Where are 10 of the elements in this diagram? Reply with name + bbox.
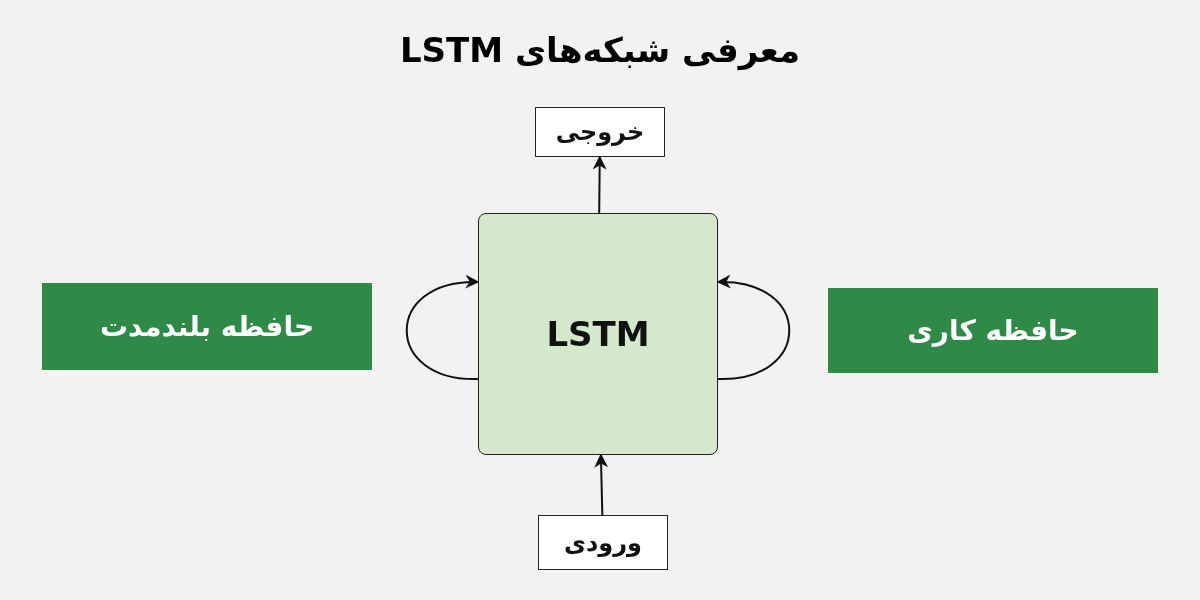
arrow: [592, 155, 607, 214]
memory-box: حافظه کاری: [828, 288, 1158, 373]
label-box: خروجی: [535, 107, 665, 157]
arrow: [716, 275, 791, 380]
arrow: [405, 275, 480, 380]
arrow: [594, 453, 609, 516]
label-box: ورودی: [538, 515, 668, 570]
memory-box: حافظه بلندمدت: [42, 283, 372, 370]
process-box: LSTM: [478, 213, 718, 455]
title: معرفی شبکه‌های LSTM: [398, 30, 802, 70]
